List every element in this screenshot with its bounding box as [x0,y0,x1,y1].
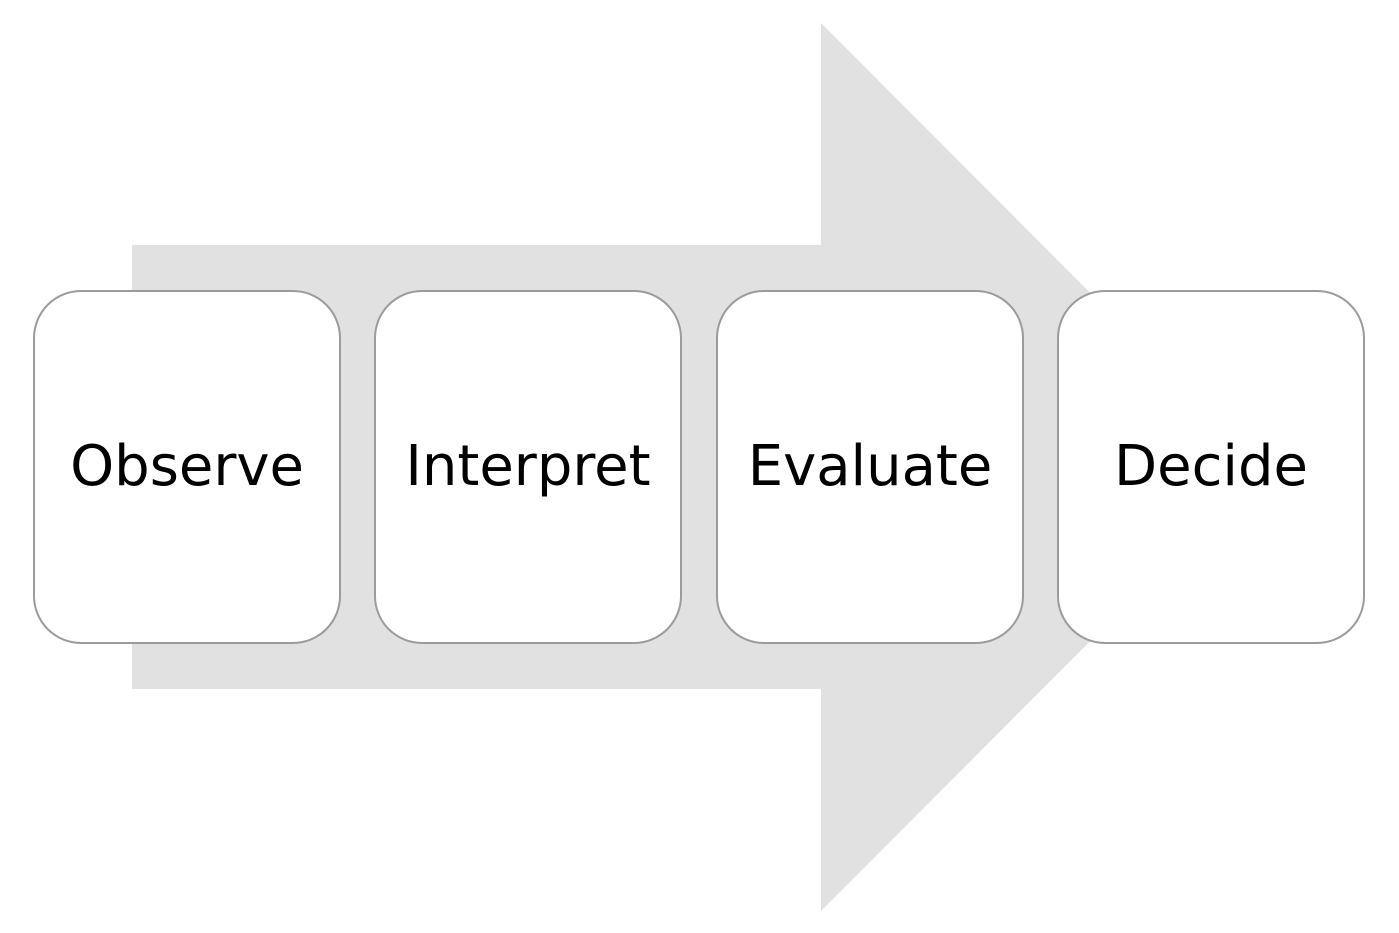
step-box-evaluate: Evaluate [716,290,1024,644]
step-label: Decide [1114,434,1308,499]
process-arrow [132,23,1264,911]
step-box-decide: Decide [1057,290,1365,644]
step-label: Evaluate [747,434,993,499]
step-box-observe: Observe [33,290,341,644]
step-box-interpret: Interpret [374,290,682,644]
step-label: Observe [70,434,304,499]
step-label: Interpret [405,434,651,499]
